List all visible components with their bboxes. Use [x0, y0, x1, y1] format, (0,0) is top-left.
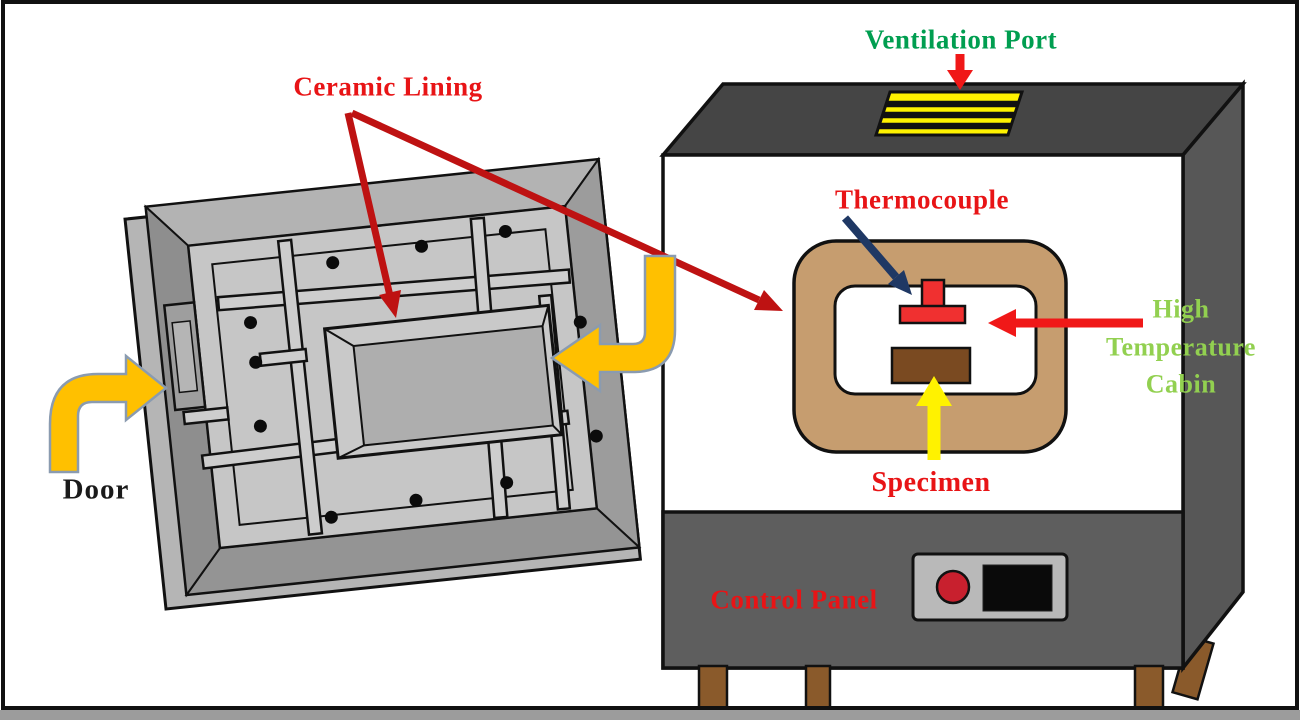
control-panel-box	[911, 552, 1069, 622]
door-label: Door	[62, 473, 130, 506]
ventilation-port-arrow	[947, 54, 973, 90]
specimen-label: Specimen	[871, 466, 991, 498]
ceramic-lining-arrow-left	[344, 112, 401, 318]
ceramic-lining-arrow-right	[350, 109, 783, 311]
cabin-arrow	[988, 309, 1143, 337]
specimen-arrow	[916, 376, 952, 460]
specimen-block	[890, 346, 972, 385]
high-temperature-cabin-label: High Temperature Cabin	[1106, 294, 1256, 399]
figure-bottom-strip	[0, 710, 1300, 720]
thermocouple-probe	[898, 278, 967, 325]
ceramic-lining-plate	[322, 303, 564, 460]
display-screen	[982, 564, 1053, 612]
thermocouple-arrow	[841, 215, 912, 295]
power-button	[935, 569, 971, 605]
door-curved-arrow	[48, 353, 169, 474]
ventilation-port-grille	[873, 90, 1025, 137]
door-to-furnace-curved-arrow	[549, 254, 677, 394]
furnace-body	[659, 79, 1247, 716]
door-hinge	[162, 301, 207, 412]
ventilation-port-label: Ventilation Port	[864, 24, 1058, 55]
thermocouple-label: Thermocouple	[835, 184, 1009, 215]
control-panel-section	[661, 510, 1185, 670]
door-panel	[123, 156, 643, 611]
control-panel-label: Control Panel	[710, 584, 878, 615]
ceramic-lining-label: Ceramic Lining	[293, 71, 483, 102]
